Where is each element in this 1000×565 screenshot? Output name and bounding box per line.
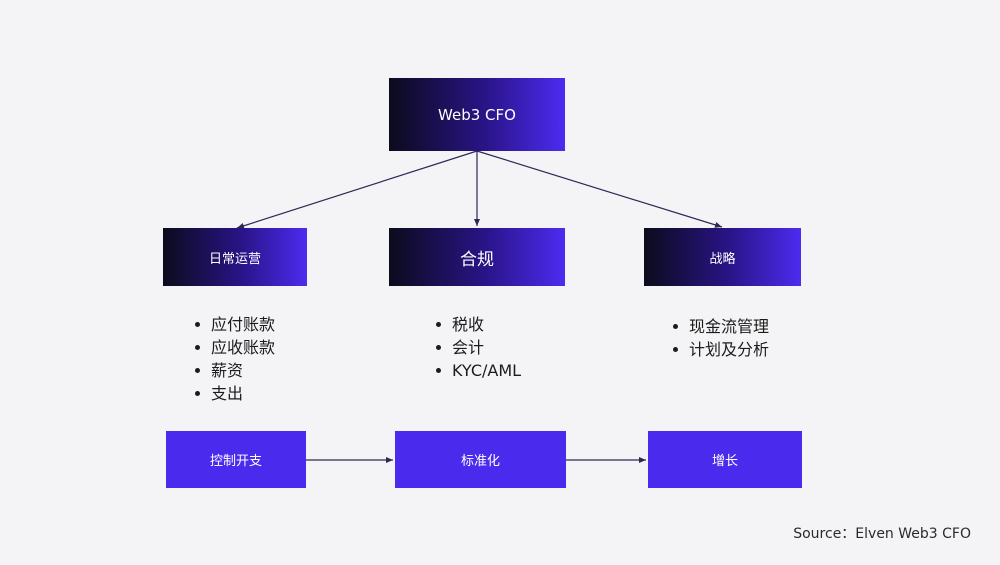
list-item: 应付账款: [193, 313, 275, 336]
operations-box: 日常运营: [163, 228, 307, 286]
list-item: 税收: [434, 313, 521, 336]
strategy-label: 战略: [709, 251, 736, 267]
standardize-label: 标准化: [460, 454, 500, 469]
compliance-box: 合规: [389, 228, 565, 286]
root-box: Web3 CFO: [389, 78, 565, 151]
source-caption: Source：Elven Web3 CFO: [793, 526, 971, 542]
list-item: 薪资: [193, 359, 275, 382]
growth-box: 增长: [648, 431, 802, 488]
list-item: KYC/AML: [434, 359, 521, 382]
operations-list: 应付账款 应收账款 薪资 支出: [193, 313, 275, 405]
compliance-label: 合规: [460, 249, 494, 270]
operations-label: 日常运营: [208, 251, 261, 267]
control-spending-label: 控制开支: [209, 454, 262, 469]
list-item: 应收账款: [193, 336, 275, 359]
arrow-root-to-operations: [236, 150, 478, 229]
strategy-list: 现金流管理 计划及分析: [671, 315, 769, 361]
arrow-root-to-strategy: [476, 150, 723, 228]
standardize-box: 标准化: [395, 431, 566, 488]
list-item: 支出: [193, 382, 275, 405]
list-item: 计划及分析: [671, 338, 769, 361]
list-item: 会计: [434, 336, 521, 359]
control-spending-box: 控制开支: [166, 431, 306, 488]
root-label: Web3 CFO: [438, 105, 516, 124]
growth-label: 增长: [711, 454, 738, 469]
strategy-box: 战略: [644, 228, 801, 286]
list-item: 现金流管理: [671, 315, 769, 338]
compliance-list: 税收 会计 KYC/AML: [434, 313, 521, 382]
